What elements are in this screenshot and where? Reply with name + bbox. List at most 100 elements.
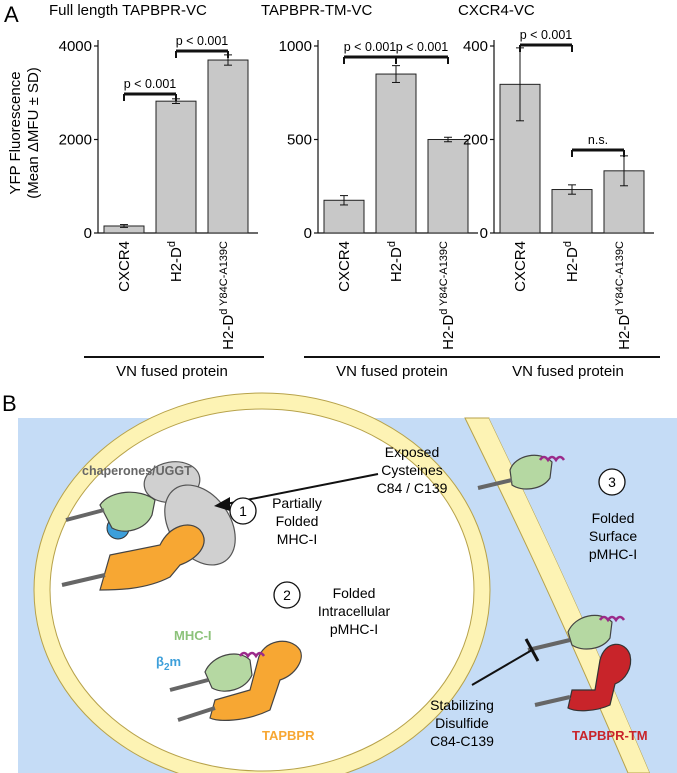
disulfide-line (471, 649, 533, 686)
folded-intracellular-complex (169, 640, 302, 722)
chart-0-title: Full length TAPBPR-VC (49, 2, 207, 19)
chart-0-ytick-label-2: 4000 (59, 38, 92, 55)
chart-1-category-sup-1: d (386, 241, 398, 247)
chart-1-ytick-label-0: 0 (304, 225, 312, 242)
mhc-shape-2 (204, 653, 253, 692)
chart-1-category-2: H2-Dd Y84C-A139C (438, 241, 457, 350)
chart-2-sig-label-0: p < 0.001 (520, 28, 573, 42)
step-2-number: 2 (283, 587, 291, 603)
chart-2-ytick-label-0: 0 (480, 225, 488, 242)
tapbpr-label: TAPBPR (262, 728, 315, 743)
step-1-circle (229, 497, 257, 525)
mhc-tail-3 (477, 478, 513, 490)
chart-2-category-sup-1: d (562, 241, 574, 247)
chart-1-category-text-1: H2-D (388, 247, 405, 282)
chart-0-ytick-label-1: 2000 (59, 132, 92, 149)
mhc-tail-1 (65, 508, 105, 522)
tapbpr-shape-1 (99, 524, 205, 591)
chart-1-category-1: H2-Dd (386, 241, 405, 282)
chart-2-category-sup-2: d Y84C-A139C (614, 241, 626, 315)
tapbpr-tm-tail (534, 695, 571, 707)
b2m-label: β2m (156, 654, 181, 673)
disulfide-line1: Stabilizing (430, 697, 494, 713)
chart-2-category-text-1: H2-D (564, 247, 581, 282)
chart-1-sig-label-0: p < 0.001 (344, 40, 397, 54)
exposed-line2: Cysteines (381, 462, 442, 478)
b2m-label-suffix: m (170, 654, 182, 669)
panel-b-label: B (2, 391, 17, 416)
y-axis-label: YFP Fluorescence (Mean ΔMFU ± SD) (7, 67, 42, 199)
chart-0-category-1: H2-Dd (166, 241, 185, 282)
chart-0-category-text-0: CXCR4 (116, 241, 133, 292)
exposed-line1: Exposed (385, 444, 439, 460)
tapbpr-tail-2 (177, 706, 216, 722)
disulfide-line3: C84-C139 (430, 733, 494, 749)
chart-0-bar-2 (207, 59, 249, 234)
peptide-shape-4 (598, 615, 626, 623)
chart-2-sig-label-1: n.s. (588, 133, 608, 147)
chart-2-xlabel: VN fused protein (512, 363, 624, 380)
peptide-shape-3 (538, 455, 566, 463)
chart-0-category-sup-1: d (166, 241, 178, 247)
chart-0-category-2: H2-Dd Y84C-A139C (218, 241, 237, 350)
step-1-line2: Folded (276, 513, 319, 529)
chart-2-ytick-label-1: 200 (463, 132, 488, 149)
partially-folded-complex (61, 491, 205, 591)
chart-0-category-text-1: H2-D (168, 247, 185, 282)
b2m-label-sub: 2 (164, 662, 170, 673)
tapbpr-tm-shape (567, 643, 632, 712)
chart-1-category-text-2: H2-D (440, 315, 457, 350)
step-3-line3: pMHC-I (589, 546, 637, 562)
chart-1-sig-label-1: p < 0.001 (396, 40, 449, 54)
tapbpr-shape-2 (209, 640, 302, 721)
chart-2-ytick-label-2: 400 (463, 38, 488, 55)
mhc-tail-4 (527, 638, 571, 652)
chart-0-sig-label-0: p < 0.001 (124, 77, 177, 91)
chart-0-category-text-2: H2-D (220, 315, 237, 350)
chart-2-category-2: H2-Dd Y84C-A139C (614, 241, 633, 350)
chart-0-sig-label-1: p < 0.001 (176, 34, 229, 48)
chart-2-category-text-0: CXCR4 (512, 241, 529, 292)
step-2-line1: Folded (333, 585, 376, 601)
mhc-shape-3 (509, 454, 553, 490)
arrow-head (214, 497, 230, 511)
chart-2-title: CXCR4-VC (458, 2, 535, 19)
panel-a-label: A (4, 2, 19, 27)
step-3-line2: Surface (589, 528, 637, 544)
chaperones-label: chaperones/UGGT (82, 464, 192, 478)
chart-1-title: TAPBPR-TM-VC (261, 2, 373, 19)
chart-1-category-sup-2: d Y84C-A139C (438, 241, 450, 315)
step-1-line3: MHC-I (277, 531, 317, 547)
chart-2-category-text-2: H2-D (616, 315, 633, 350)
extracellular-region (489, 418, 677, 773)
chart-2-bar-1 (551, 189, 593, 234)
chart-0-category-0: CXCR4 (116, 241, 133, 292)
chart-1-ytick-label-2: 1000 (279, 38, 312, 55)
step-2-circle (273, 581, 301, 609)
step-3-number: 3 (608, 474, 616, 490)
chart-0-bar-1 (155, 100, 197, 234)
tapbpr-tm-complex (527, 614, 632, 712)
step-1-line1: Partially (272, 495, 322, 511)
exposed-line3: C84 / C139 (377, 480, 448, 496)
mhc-tail-2 (169, 678, 209, 692)
chart-0-category-sup-2: d Y84C-A139C (218, 241, 230, 315)
disulfide-indicator (471, 638, 540, 686)
chart-1-bar-1 (375, 73, 417, 234)
chart-1-category-text-0: CXCR4 (336, 241, 353, 292)
tapbpr-tail-1 (61, 573, 106, 587)
arrow-line (225, 473, 379, 505)
chart-1-bar-0 (323, 199, 365, 234)
chart-1-bar-2 (427, 139, 469, 234)
tapbpr-tm-label: TAPBPR-TM (572, 728, 648, 743)
chart-1-xlabel: VN fused protein (336, 363, 448, 380)
b2m-label-beta: β (156, 654, 164, 669)
step-1-number: 1 (239, 503, 247, 519)
y-axis-label-line2: (Mean ΔMFU ± SD) (25, 67, 42, 199)
step-2-line2: Intracellular (318, 603, 391, 619)
y-axis-label-line1: YFP Fluorescence (7, 71, 24, 194)
step-2-line3: pMHC-I (330, 621, 378, 637)
peptide-shape-2 (238, 651, 266, 659)
